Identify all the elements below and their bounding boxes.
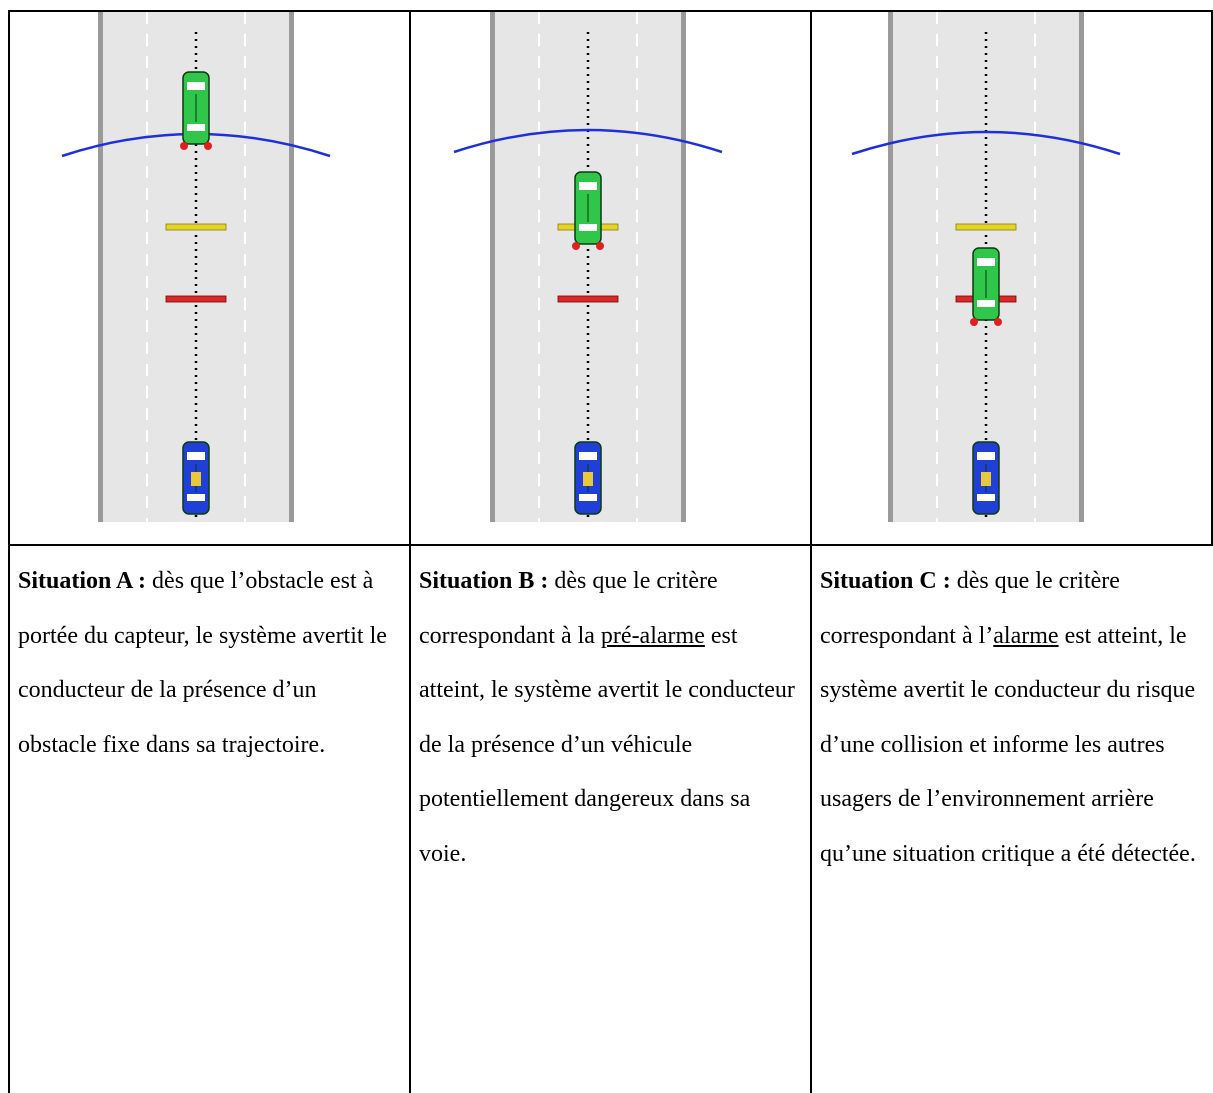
rear-vehicle bbox=[574, 441, 602, 515]
table-top-border bbox=[8, 10, 1213, 12]
pre-alarm-line bbox=[165, 223, 227, 231]
vehicle-rear-window bbox=[977, 494, 995, 501]
underlined-term-alarme: alarme bbox=[993, 622, 1059, 649]
situation-text: Situation B : dès que le critère corresp… bbox=[419, 554, 802, 881]
front-vehicle bbox=[182, 71, 210, 145]
road-edge-right bbox=[681, 12, 686, 522]
road-edge-right bbox=[1079, 12, 1084, 522]
text-part: dès que le critère correspondant à l’ bbox=[820, 568, 1120, 649]
table-column-divider-1 bbox=[409, 10, 411, 1093]
vehicle-windshield bbox=[187, 452, 205, 460]
vehicle-windshield bbox=[187, 82, 205, 90]
diagram-situation-a bbox=[10, 12, 409, 545]
sensor-range-arc bbox=[453, 128, 723, 154]
table-row-divider bbox=[8, 544, 1213, 546]
text-part: est atteint, le système avertit le condu… bbox=[820, 622, 1196, 867]
brake-light-icon bbox=[204, 142, 212, 150]
brake-light-icon bbox=[572, 242, 580, 250]
underlined-term-pre-alarme: pré-alarme bbox=[600, 622, 705, 649]
vehicle-windshield bbox=[977, 452, 995, 460]
vehicle-driver-icon bbox=[583, 472, 593, 486]
alarm-line bbox=[557, 295, 619, 303]
brake-light-icon bbox=[596, 242, 604, 250]
vehicle-rear-window bbox=[187, 124, 205, 131]
front-vehicle bbox=[574, 171, 602, 245]
vehicle-rear-window bbox=[579, 224, 597, 231]
vehicle-driver-icon bbox=[191, 472, 201, 486]
situation-label: Situation C : bbox=[820, 568, 951, 594]
vehicle-rear-window bbox=[187, 494, 205, 501]
road-edge-left bbox=[490, 12, 495, 522]
vehicle-driver-icon bbox=[981, 472, 991, 486]
vehicle-rear-window bbox=[977, 300, 995, 307]
diagram-situation-c bbox=[812, 12, 1211, 545]
vehicle-windshield bbox=[579, 182, 597, 190]
brake-light-icon bbox=[994, 318, 1002, 326]
vehicle-windshield bbox=[579, 452, 597, 460]
vehicle-windshield bbox=[977, 258, 995, 266]
table-left-border bbox=[8, 10, 10, 1093]
pre-alarm-line bbox=[955, 223, 1017, 231]
front-vehicle bbox=[972, 247, 1000, 321]
rear-vehicle bbox=[972, 441, 1000, 515]
road-edge-left bbox=[888, 12, 893, 522]
brake-light-icon bbox=[970, 318, 978, 326]
description-situation-a: Situation A : dès que l’obstacle est à p… bbox=[10, 546, 409, 1093]
road-edge-left bbox=[98, 12, 103, 522]
text-part: dès que le critère correspondant à la bbox=[419, 568, 718, 649]
description-situation-b: Situation B : dès que le critère corresp… bbox=[411, 546, 810, 1093]
alarm-line bbox=[165, 295, 227, 303]
situation-text: Situation C : dès que le critère corresp… bbox=[820, 554, 1203, 881]
text-part: dès que l’obstacle est à portée du capte… bbox=[18, 568, 387, 758]
road-edge-right bbox=[289, 12, 294, 522]
diagram-situation-b bbox=[411, 12, 810, 545]
table-column-divider-2 bbox=[810, 10, 812, 1093]
situation-label: Situation B : bbox=[419, 568, 549, 594]
brake-light-icon bbox=[180, 142, 188, 150]
text-part: est atteint, le système avertit le condu… bbox=[419, 622, 795, 867]
vehicle-rear-window bbox=[579, 494, 597, 501]
table-right-border bbox=[1211, 10, 1213, 545]
situation-label: Situation A : bbox=[18, 568, 147, 594]
rear-vehicle bbox=[182, 441, 210, 515]
sensor-range-arc bbox=[851, 130, 1121, 156]
situation-text: Situation A : dès que l’obstacle est à p… bbox=[18, 554, 401, 772]
description-situation-c: Situation C : dès que le critère corresp… bbox=[812, 546, 1211, 1093]
